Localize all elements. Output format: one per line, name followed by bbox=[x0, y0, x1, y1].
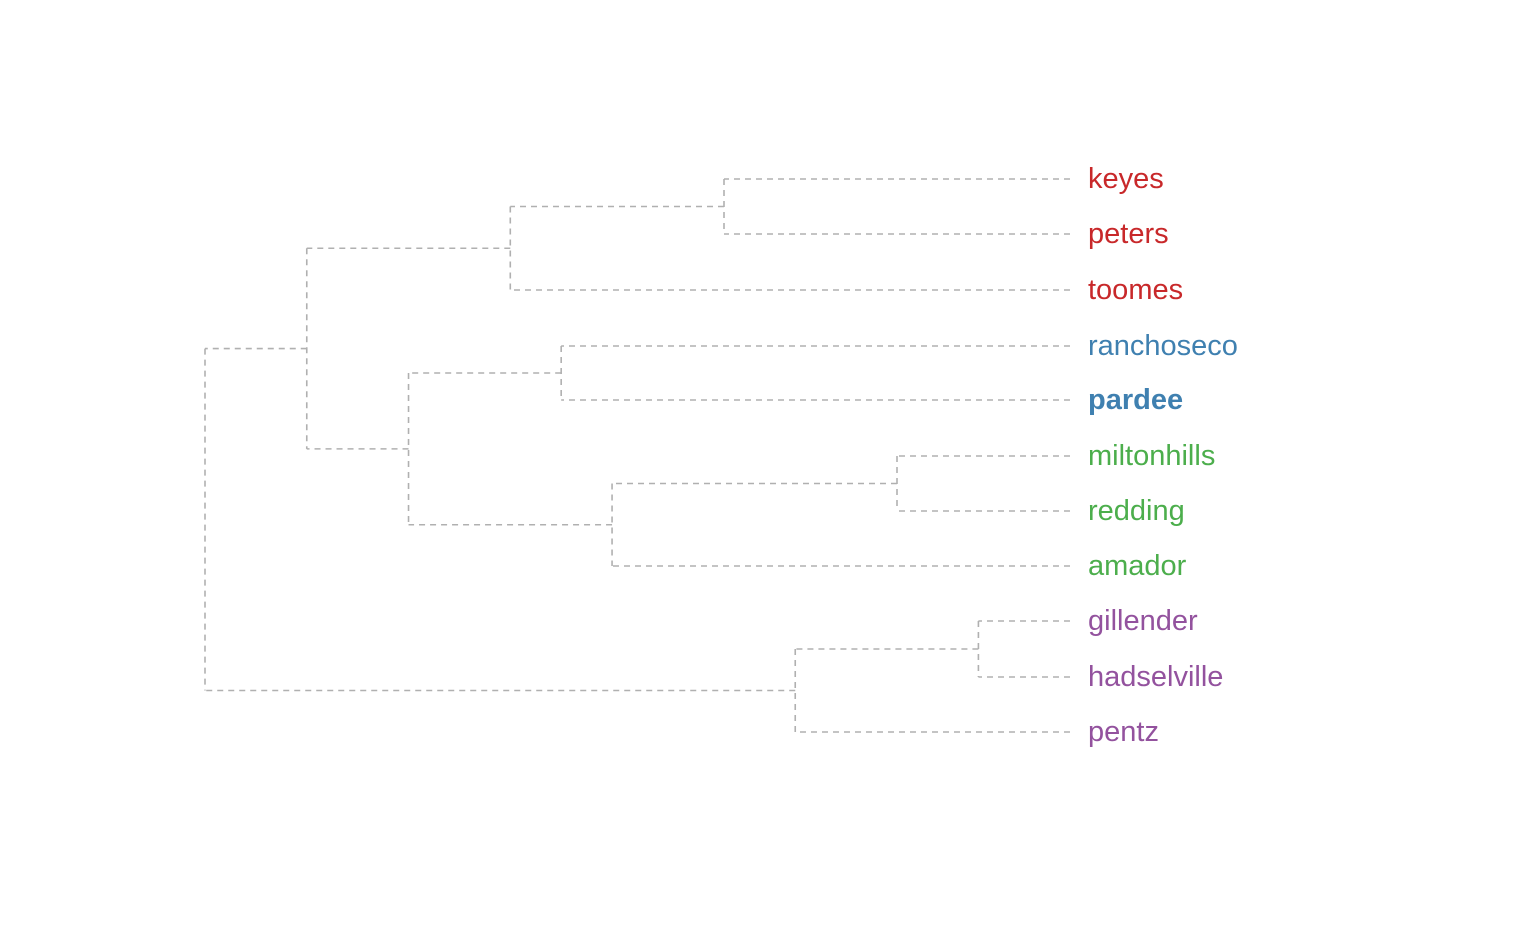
leaf-label-peters: peters bbox=[1088, 218, 1169, 250]
dendrogram-leaf-labels: keyes peters toomes ranchoseco pardee miltonh… bbox=[1088, 163, 1238, 748]
leaf-label-ranchoseco: ranchoseco bbox=[1088, 330, 1238, 362]
leaf-label-pentz: pentz bbox=[1088, 716, 1159, 748]
leaf-label-pardee: pardee bbox=[1088, 384, 1183, 416]
leaf-label-keyes: keyes bbox=[1088, 163, 1164, 195]
leaf-label-toomes: toomes bbox=[1088, 274, 1183, 306]
dendrogram-branches bbox=[204, 178, 1070, 733]
leaf-label-amador: amador bbox=[1088, 550, 1187, 582]
leaf-label-redding: redding bbox=[1088, 495, 1185, 527]
leaf-label-gillender: gillender bbox=[1088, 605, 1198, 637]
leaf-label-miltonhills: miltonhills bbox=[1088, 440, 1215, 472]
leaf-label-hadselville: hadselville bbox=[1088, 661, 1223, 693]
